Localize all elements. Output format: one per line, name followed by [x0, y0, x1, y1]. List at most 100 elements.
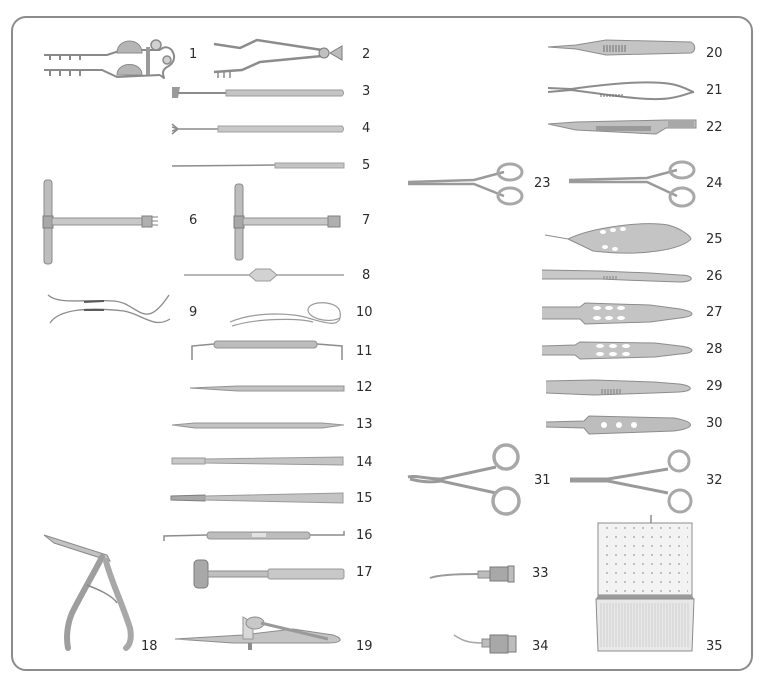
item-33-label: 33 [532, 566, 549, 581]
item-7-label: 7 [362, 213, 371, 228]
item-19 [173, 613, 345, 653]
item-1-label: 1 [189, 47, 198, 62]
item-2-label: 2 [362, 47, 371, 62]
forceps-wide-fenestrated-icon [545, 415, 691, 435]
item-29 [544, 377, 694, 397]
item-21 [546, 78, 696, 104]
item-20 [546, 37, 696, 59]
item-33 [428, 564, 520, 584]
item-30 [544, 414, 696, 436]
forceps-fenestrated-fine-icon [541, 341, 693, 360]
item-4 [170, 122, 346, 136]
item-10-label: 10 [356, 305, 373, 320]
item-18 [42, 533, 137, 653]
retractor-blunt-icon [172, 87, 344, 98]
item-1 [42, 35, 177, 85]
item-32 [568, 449, 698, 514]
t-handle-trephine-toothed-icon [42, 179, 158, 265]
item-17-label: 17 [356, 565, 373, 580]
item-25 [543, 221, 693, 257]
spring-scissors-fenestrated-icon [544, 223, 692, 254]
item-35-label: 35 [706, 639, 723, 654]
item-22 [546, 118, 697, 138]
item-6-label: 6 [189, 213, 198, 228]
item-15-label: 15 [356, 491, 373, 506]
item-9 [44, 293, 172, 333]
micro-scissors-spring-curved-icon [547, 81, 695, 101]
item-18-label: 18 [141, 639, 158, 654]
item-20-label: 20 [706, 46, 723, 61]
retractor-rake-icon [171, 123, 344, 135]
double-ended-probe-icon [184, 268, 344, 282]
item-13 [170, 421, 346, 429]
forceps-tying-icon [545, 379, 691, 396]
forceps-serrated-icon [541, 269, 692, 283]
item-2 [212, 36, 347, 82]
item-12 [188, 384, 346, 392]
hemostat-straight-icon [570, 449, 693, 514]
irrigation-cannula-curved-icon [453, 634, 517, 654]
item-25-label: 25 [706, 232, 723, 247]
item-22-label: 22 [706, 120, 723, 135]
locking-speculum-icon [174, 616, 341, 650]
item-31 [406, 441, 524, 517]
item-10 [228, 300, 346, 330]
item-21-label: 21 [706, 83, 723, 98]
item-8 [182, 267, 346, 283]
t-handle-trephine-icon [233, 183, 341, 261]
probe-icon [171, 162, 345, 169]
micro-scissors-spring-flat-icon [547, 39, 696, 56]
item-32-label: 32 [706, 473, 723, 488]
kerrison-rongeur-icon [43, 534, 134, 651]
item-26-label: 26 [706, 269, 723, 284]
scissors-straight-small-icon [407, 162, 524, 206]
item-28-label: 28 [706, 342, 723, 357]
irrigation-cannula-angled-icon [429, 565, 515, 583]
double-ended-dilator-icon [171, 422, 345, 429]
scissors-straight-icon [568, 160, 696, 208]
item-19-label: 19 [356, 639, 373, 654]
needle-holder-flat-icon [547, 119, 697, 135]
item-23 [406, 162, 524, 208]
item-17 [192, 556, 346, 592]
item-35 [594, 515, 696, 653]
item-11 [189, 340, 345, 362]
item-27 [540, 302, 696, 325]
item-8-label: 8 [362, 268, 371, 283]
item-12-label: 12 [356, 380, 373, 395]
item-15 [170, 492, 346, 504]
silicone-tube-icon [229, 302, 341, 327]
item-7 [233, 182, 345, 262]
item-26 [540, 267, 696, 285]
double-hook-retractor-icon [191, 340, 343, 360]
item-34 [452, 633, 522, 655]
double-ended-hook-icon [163, 531, 345, 541]
item-5-label: 5 [362, 158, 371, 173]
dilator-icon [189, 385, 345, 392]
item-3-label: 3 [362, 84, 371, 99]
item-14-label: 14 [356, 455, 373, 470]
item-4-label: 4 [362, 121, 371, 136]
item-11-label: 11 [356, 344, 373, 359]
hemostat-curved-icon [407, 443, 521, 516]
item-34-label: 34 [532, 639, 549, 654]
gouge-icon [170, 492, 344, 504]
item-5 [170, 160, 346, 170]
forceps-fenestrated-icon [542, 302, 693, 325]
item-16-label: 16 [356, 528, 373, 543]
item-24-label: 24 [706, 176, 723, 191]
sterilization-tray-icon [595, 515, 695, 652]
item-3 [170, 85, 346, 101]
chisel-icon [171, 456, 344, 466]
item-9-label: 9 [189, 305, 198, 320]
item-28 [540, 340, 696, 360]
speculum-wire-solid-blades-icon [44, 39, 176, 79]
item-24 [567, 160, 697, 208]
mallet-icon [193, 559, 345, 589]
item-29-label: 29 [706, 379, 723, 394]
speculum-adjustable-icon [213, 38, 343, 78]
item-31-label: 31 [534, 473, 551, 488]
item-30-label: 30 [706, 416, 723, 431]
item-6 [40, 178, 162, 266]
item-16 [162, 528, 346, 544]
